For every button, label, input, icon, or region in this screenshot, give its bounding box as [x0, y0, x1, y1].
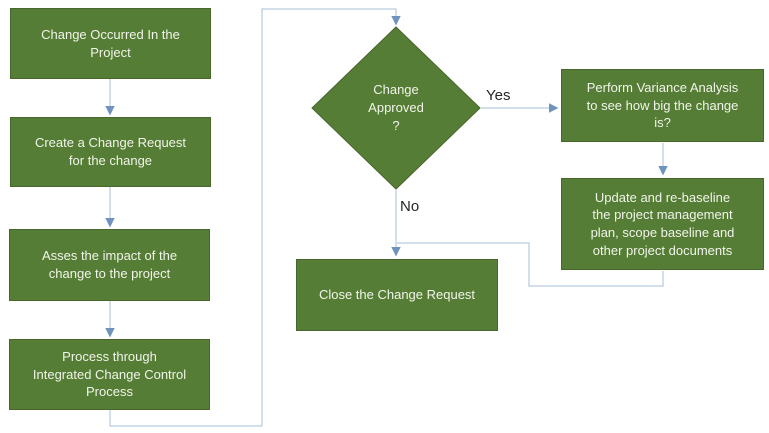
edge-label-no: No: [400, 198, 420, 215]
node-update-rebaseline: Update and re-baseline the project manag…: [561, 178, 764, 270]
node-change-occurred: Change Occurred In the Project: [10, 8, 211, 79]
connector-update-rebaseline-to-close-request: [397, 242, 664, 287]
node-process-integrated-change-control: Process through Integrated Change Contro…: [9, 339, 210, 410]
node-perform-variance-analysis: Perform Variance Analysis to see how big…: [561, 69, 764, 142]
edge-label-yes: Yes: [486, 87, 511, 104]
node-assess-impact: Asses the impact of the change to the pr…: [9, 229, 210, 301]
node-create-change-request: Create a Change Request for the change: [10, 117, 211, 187]
node-close-change-request: Close the Change Request: [296, 259, 498, 331]
connector-process-icc-to-decision: [109, 8, 401, 427]
decision-diamond-shape: [311, 26, 481, 190]
